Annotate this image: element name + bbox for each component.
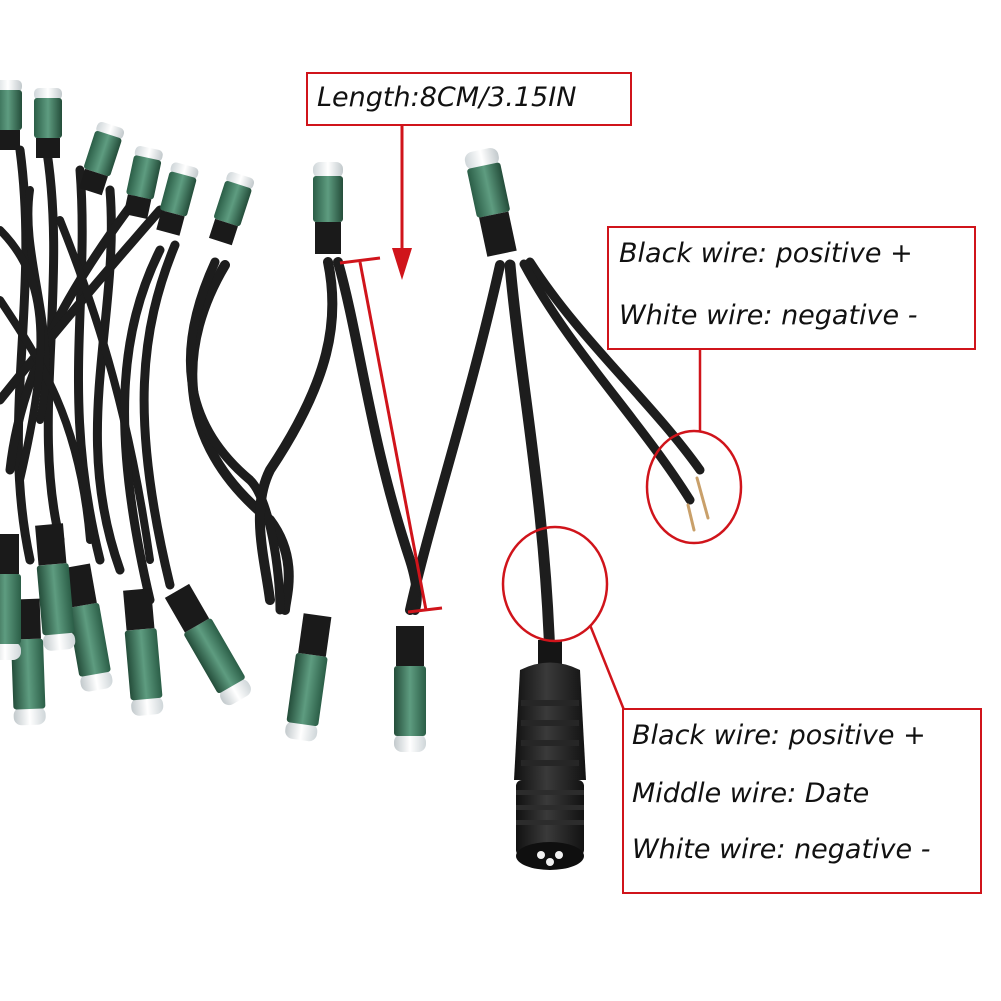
callout-markers: [501, 350, 743, 721]
led-pixels: [0, 80, 517, 752]
length-label-text: Length:8CM/3.15IN: [317, 82, 577, 113]
length-arrow-head: [392, 248, 412, 280]
connector-wires: [504, 257, 705, 666]
two-wire-callout: Black wire: positive + White wire: negat…: [607, 226, 976, 350]
three-wire-callout: Black wire: positive + Middle wire: Date…: [622, 708, 982, 894]
three-wire-black-label: Black wire: positive +: [632, 720, 926, 751]
three-wire-white-label: White wire: negative -: [632, 834, 931, 865]
wire-bundle: [0, 135, 505, 615]
bare-wire-tips: [686, 476, 710, 532]
length-label: Length:8CM/3.15IN: [306, 72, 632, 126]
waterproof-connector: [514, 640, 586, 870]
two-wire-white-label: White wire: negative -: [619, 300, 918, 331]
three-wire-middle-label: Middle wire: Date: [632, 778, 870, 809]
two-wire-black-label: Black wire: positive +: [619, 238, 913, 269]
length-measure: [339, 126, 443, 614]
